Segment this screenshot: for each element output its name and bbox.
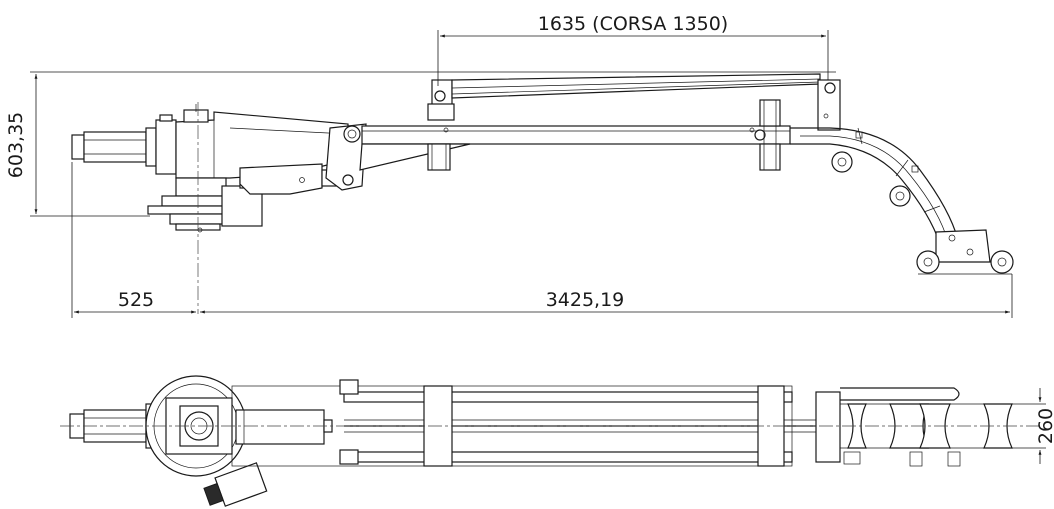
bottom-dimensions: 525 3425,19	[71, 162, 1013, 318]
top-view	[60, 375, 1040, 507]
dimension-height: 603,35	[5, 112, 27, 178]
turret-head	[147, 104, 367, 233]
height-dimension: 603,35	[5, 71, 836, 217]
side-view	[71, 73, 1014, 314]
upper-telescopic-arm	[427, 73, 841, 131]
dimension-offset: 525	[118, 289, 154, 311]
width-dimension: 260	[1012, 388, 1054, 464]
boom-rollers	[427, 99, 781, 171]
curved-guide	[790, 127, 1014, 275]
dimension-top-stroke: 1635 (CORSA 1350)	[538, 13, 728, 35]
dimension-length: 3425,19	[546, 289, 625, 311]
main-boom	[359, 125, 791, 171]
dimension-width: 260	[1035, 408, 1054, 444]
rear-cylinder	[71, 114, 177, 175]
